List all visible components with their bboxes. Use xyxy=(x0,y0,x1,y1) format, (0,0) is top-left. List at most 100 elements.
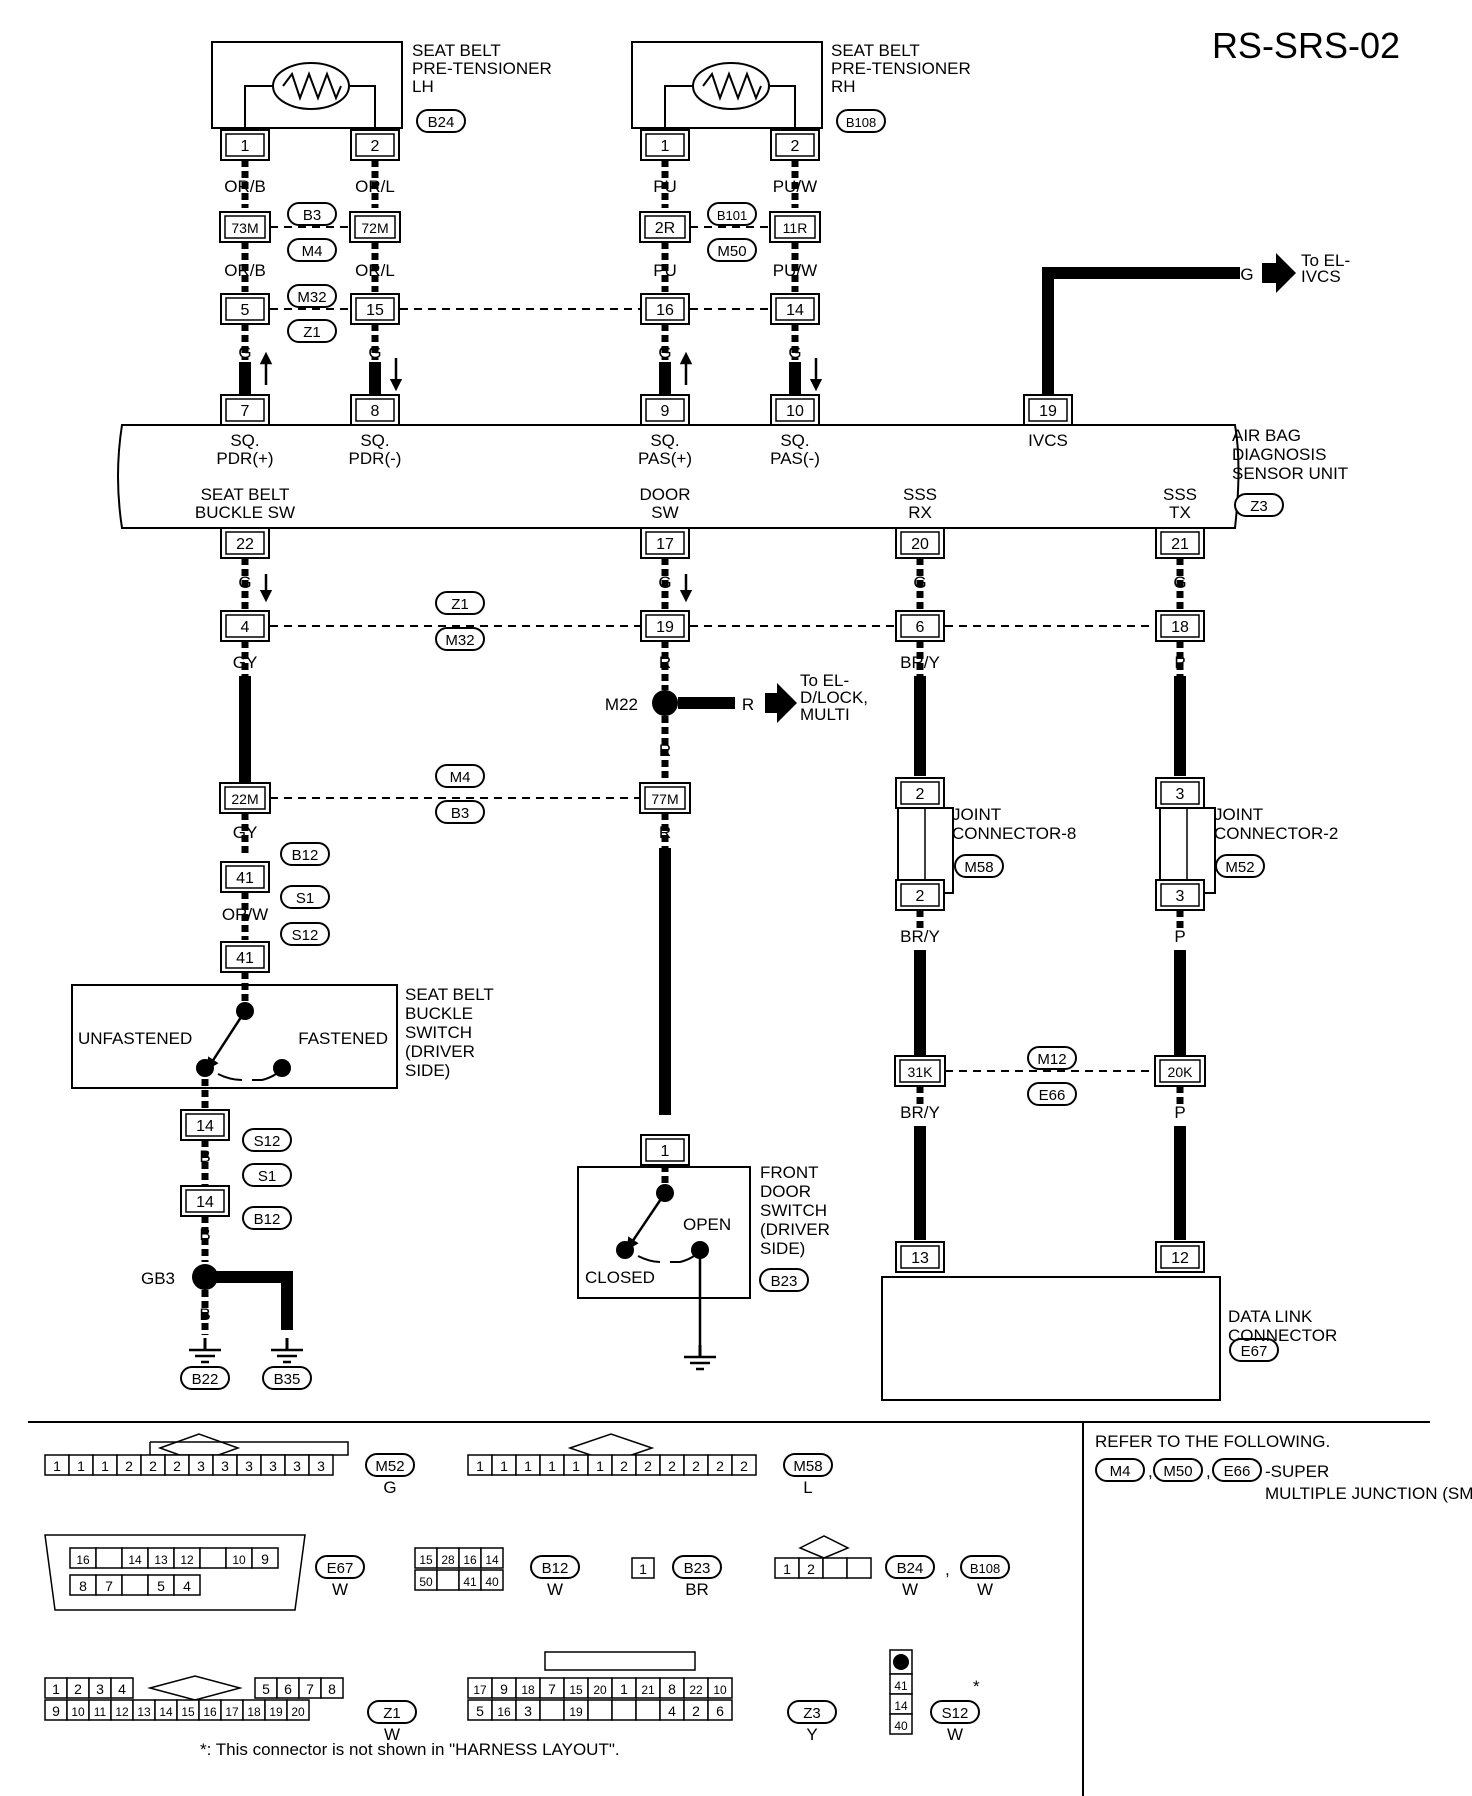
legend-pin-number: 3 xyxy=(197,1458,205,1474)
connector-pin: 4 xyxy=(220,610,270,642)
connector-id-text: B12 xyxy=(542,1560,569,1577)
wire-color-label: R xyxy=(659,653,671,672)
pretensioner-rh xyxy=(631,41,823,129)
legend-pin-number: 2 xyxy=(74,1681,82,1697)
connector-pin: 2R xyxy=(639,211,691,243)
pin-number: 19 xyxy=(1039,403,1057,420)
legend-pin-number: 2 xyxy=(740,1458,748,1474)
legend-pin-number: 2 xyxy=(644,1458,652,1474)
pin-number: 6 xyxy=(916,619,925,636)
door-closed-label: CLOSED xyxy=(585,1268,655,1287)
connector-b23-badge: B23 xyxy=(759,1268,809,1292)
pin-number: 2 xyxy=(791,138,800,155)
wire-color-label: R xyxy=(659,823,671,842)
legend-pin-number: 21 xyxy=(641,1683,655,1697)
connector-id-text: E66 xyxy=(1224,1463,1251,1480)
pin-number: 14 xyxy=(786,302,804,319)
legend-pin-number: 41 xyxy=(894,1679,908,1693)
connector-pin: 20K xyxy=(1154,1055,1206,1087)
connector-id-text: M52 xyxy=(1225,859,1254,876)
refer-text: REFER TO THE FOLLOWING. xyxy=(1095,1432,1330,1451)
connector-b3-badge: B3 xyxy=(435,800,485,824)
legend-pin-number: 12 xyxy=(115,1705,129,1719)
legend-pin-number: 3 xyxy=(317,1458,325,1474)
airbag-unit-pin-label: SQ.PAS(-) xyxy=(770,431,820,468)
connector-id-text: M4 xyxy=(1110,1463,1131,1480)
legend-wire-color: W xyxy=(902,1580,918,1599)
connector-id-text: Z1 xyxy=(451,596,469,613)
buckle-unfastened-label: UNFASTENED xyxy=(78,1029,192,1048)
connector-pin: 72M xyxy=(349,211,401,243)
legend-pin-number: 2 xyxy=(125,1458,133,1474)
legend-b12-badge: B12 xyxy=(530,1555,580,1579)
connector-id-text: B24 xyxy=(897,1560,924,1577)
legend-pin-number: 16 xyxy=(497,1705,511,1719)
legend-star: * xyxy=(973,1677,980,1696)
diagram-title: RS-SRS-02 xyxy=(1212,25,1400,66)
connector-id-text: S12 xyxy=(292,927,319,944)
joint-connector-pin: 3 xyxy=(1155,777,1205,809)
legend-footnote: *: This connector is not shown in "HARNE… xyxy=(200,1740,620,1759)
connector-e66-badge: E66 xyxy=(1027,1082,1077,1106)
connector-m32-badge: M32 xyxy=(287,284,337,308)
data-link-box xyxy=(881,1276,1221,1401)
legend-pin-number: 5 xyxy=(476,1703,484,1719)
legend-s12-badge: S12 xyxy=(930,1700,980,1724)
legend-pin-number: 40 xyxy=(485,1575,499,1589)
legend-pin-number: 5 xyxy=(157,1578,165,1594)
connector-pin: 14 xyxy=(770,293,820,325)
heater-resistor-icon xyxy=(692,62,770,110)
legend-pin-number: 10 xyxy=(713,1683,727,1697)
airbag-unit-top-pin: 8 xyxy=(350,394,400,426)
legend-wire-color: W xyxy=(947,1725,963,1744)
legend-pin-number: 10 xyxy=(71,1705,85,1719)
connector-pin: 14 xyxy=(180,1185,230,1217)
offpage-door-lock-label: To EL-D/LOCK,MULTI xyxy=(800,671,868,724)
connector-z1-badge: Z1 xyxy=(287,319,337,343)
connector-id-text: E66 xyxy=(1039,1087,1066,1104)
wire-ground xyxy=(215,1271,293,1330)
legend-pin-number: 16 xyxy=(76,1553,90,1567)
data-link-pin: 12 xyxy=(1155,1241,1205,1273)
wire-color-label: G xyxy=(368,343,381,362)
legend-pin-number: 7 xyxy=(306,1681,314,1697)
pin-number: 22 xyxy=(236,536,254,553)
legend-pin-number: 18 xyxy=(521,1683,535,1697)
airbag-unit-top-pin: 7 xyxy=(220,394,270,426)
legend-wire-color: W xyxy=(384,1725,400,1744)
connector-b101-badge: B101 xyxy=(707,202,757,226)
legend-b24-badge: B24 xyxy=(885,1555,935,1579)
pin-number: 2 xyxy=(916,786,925,803)
connector-id-text: M32 xyxy=(445,632,474,649)
connector-pin: 6 xyxy=(895,610,945,642)
airbag-unit-bottom-pin: 20 xyxy=(895,527,945,559)
connector-pin: 14 xyxy=(180,1109,230,1141)
pin-number: 2R xyxy=(655,220,675,237)
connector-pin: 19 xyxy=(640,610,690,642)
connector-id-text: B35 xyxy=(274,1371,301,1388)
switch-contact-dot xyxy=(616,1241,634,1259)
refer-m50-badge: M50 xyxy=(1153,1458,1203,1482)
text-label: , xyxy=(1206,1462,1211,1481)
legend-pin-number: 3 xyxy=(221,1458,229,1474)
pin-number: 18 xyxy=(1171,619,1189,636)
legend-pin-number: 5 xyxy=(262,1681,270,1697)
refer-m4-badge: M4 xyxy=(1095,1458,1145,1482)
connector-id-text: B24 xyxy=(428,114,455,131)
splice-gb3-label: GB3 xyxy=(141,1269,175,1288)
connector-id-text: B108 xyxy=(846,115,876,130)
connector-id-text: E67 xyxy=(327,1560,354,1577)
connector-m52-badge: M52 xyxy=(1215,854,1265,878)
airbag-unit-top-pin: 9 xyxy=(640,394,690,426)
legend-m52-badge: M52 xyxy=(365,1453,415,1477)
legend-wire-color: W xyxy=(977,1580,993,1599)
pin-number: 4 xyxy=(241,619,250,636)
connector-m4-badge: M4 xyxy=(287,238,337,262)
